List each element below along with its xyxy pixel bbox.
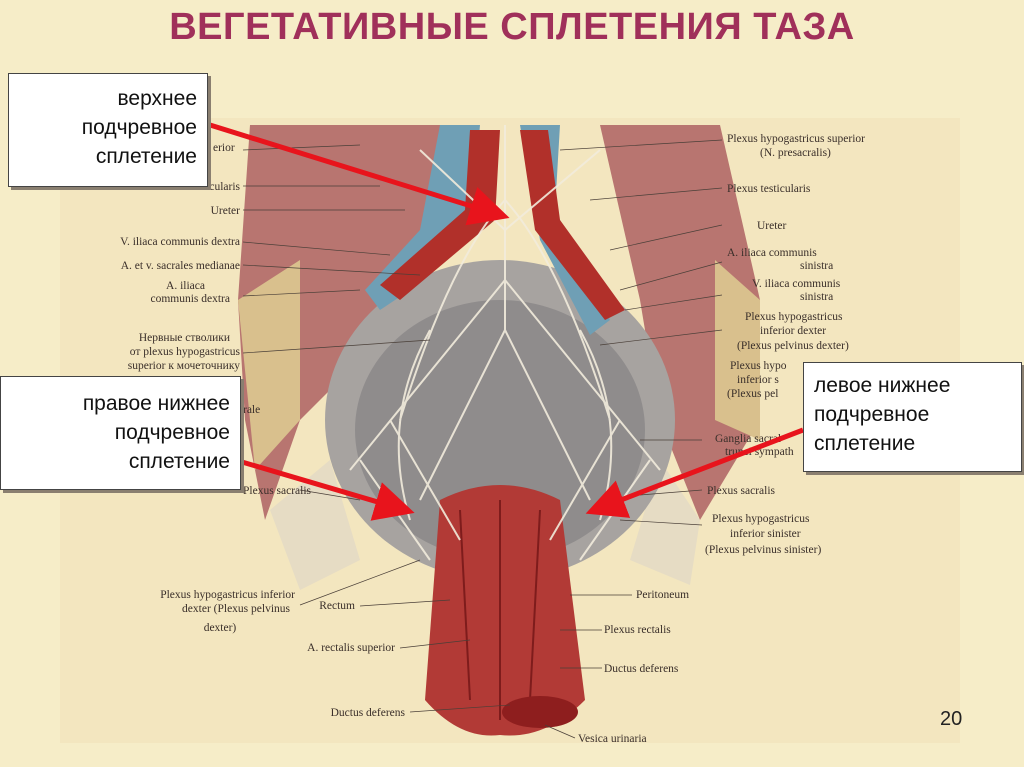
label-ductus-deferens-right: Ductus deferens xyxy=(604,663,679,675)
label-plexus-hypogastricus-inferior-dexter-2: dexter (Plexus pelvinus xyxy=(182,603,290,615)
leader-lines xyxy=(242,139,723,739)
pointer-arrows xyxy=(209,122,804,521)
callout-left-inferior-hypogastric-plexus: левое нижнее подчревное сплетение xyxy=(803,362,1022,472)
label-a-iliaca: A. iliaca xyxy=(166,280,205,292)
label-inferior-s: inferior s xyxy=(737,374,779,386)
label-ureter-left: Ureter xyxy=(211,205,241,217)
label-a-iliaca-communis: A. iliaca communis xyxy=(727,247,817,259)
label-plexus-hypogastricus-sinister-3: (Plexus pelvinus sinister) xyxy=(705,544,821,556)
label-a-rectalis-superior: A. rectalis superior xyxy=(307,642,395,654)
iliac-vessels xyxy=(365,125,625,335)
label-v-iliaca-communis: V. iliaca communis xyxy=(752,278,841,290)
arrow-left-inferior-plexus xyxy=(585,427,804,518)
arrow-superior-plexus xyxy=(209,122,510,226)
label-v-iliaca-sinistra: sinistra xyxy=(800,291,833,303)
label-ganglia-sacralia: Ganglia sacral xyxy=(715,433,781,445)
label-plexus-sacralis-left: Plexus sacralis xyxy=(243,485,312,497)
label-peritoneum: Peritoneum xyxy=(636,589,689,601)
slide-number: 20 xyxy=(940,708,963,730)
callout-superior-line-3: сплетение xyxy=(95,145,197,168)
callout-left-line-3: сплетение xyxy=(814,432,916,455)
callout-right-line-3: сплетение xyxy=(128,450,230,473)
label-ductus-deferens-left: Ductus deferens xyxy=(331,707,406,719)
label-plexus-pel: (Plexus pel xyxy=(727,388,778,400)
right-anatomy-labels: Plexus hypogastricus superior (N. presac… xyxy=(578,133,865,745)
slide-title: ВЕГЕТАТИВНЫЕ СПЛЕТЕНИЯ ТАЗА xyxy=(169,6,855,48)
label-erior: erior xyxy=(213,142,235,154)
callout-superior-line-2: подчревное xyxy=(81,116,197,139)
callout-superior-line-1: верхнее xyxy=(117,87,198,110)
label-communis-dextra: communis dextra xyxy=(150,293,230,305)
label-plexus-hypogastricus-inferior-dexter-1: Plexus hypogastricus inferior xyxy=(160,589,295,601)
label-plexus-hypo: Plexus hypo xyxy=(730,360,787,372)
callout-right-line-2: подчревное xyxy=(114,421,230,444)
label-plexus-hypogastricus-right-1: Plexus hypogastricus xyxy=(745,311,843,323)
label-vesica-urinaria: Vesica urinaria xyxy=(578,733,647,745)
label-plexus-hypogastricus-right-3: (Plexus pelvinus dexter) xyxy=(737,340,849,352)
callout-left-line-2: подчревное xyxy=(814,403,930,426)
label-ureter-right: Ureter xyxy=(757,220,787,232)
label-n-presacralis: (N. presacralis) xyxy=(760,147,831,159)
label-plexus-hypogastricus-superior: Plexus hypogastricus superior xyxy=(727,133,865,145)
label-a-iliaca-sinistra: sinistra xyxy=(800,260,833,272)
callout-right-line-1: правое нижнее xyxy=(82,392,230,415)
label-plexus-rectalis: Plexus rectalis xyxy=(604,624,671,636)
label-nerve-trunks-3: superior к мочеточнику xyxy=(128,360,240,372)
callout-right-inferior-hypogastric-plexus: правое нижнее подчревное сплетение xyxy=(0,376,241,490)
label-rectum: Rectum xyxy=(319,600,355,612)
label-v-iliaca-communis-dextra: V. iliaca communis dextra xyxy=(120,236,240,248)
label-plexus-hypogastricus-sinister-1: Plexus hypogastricus xyxy=(712,513,810,525)
label-nerve-trunks-1: Нервные стволики xyxy=(139,332,230,344)
label-nerve-trunks-2: от plexus hypogastricus xyxy=(130,346,241,358)
callout-left-line-1: левое нижнее xyxy=(814,374,951,397)
rectum xyxy=(425,485,585,736)
label-rale: rale xyxy=(243,404,260,416)
callout-superior-hypogastric-plexus: верхнее подчревное сплетение xyxy=(8,73,208,187)
arrow-right-inferior-plexus xyxy=(241,459,415,521)
label-plexus-hypogastricus-inferior-dexter-3: dexter) xyxy=(204,622,237,634)
label-plexus-testicularis-right: Plexus testicularis xyxy=(727,183,811,195)
label-plexus-hypogastricus-sinister-2: inferior sinister xyxy=(730,528,801,540)
label-plexus-hypogastricus-right-2: inferior dexter xyxy=(760,325,826,337)
left-anatomy-labels: erior Plexus testicularis Ureter V. ilia… xyxy=(120,142,405,719)
label-a-v-sacrales-medianae: A. et v. sacrales medianae xyxy=(121,260,240,272)
label-plexus-sacralis-right: Plexus sacralis xyxy=(707,485,776,497)
